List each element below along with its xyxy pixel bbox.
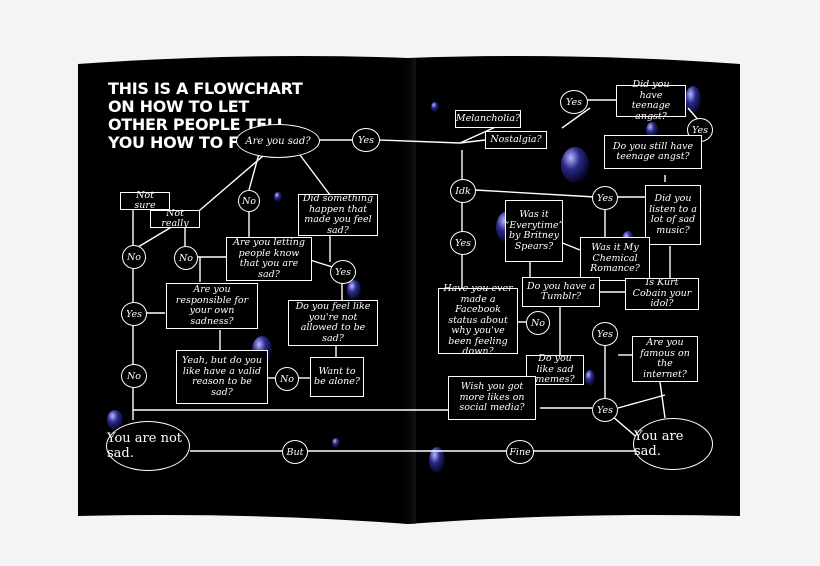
sad-music-node: Did you listen to a lot of sad music? [645, 185, 701, 245]
teenage-angst-node: Did you have teenage angst? [616, 79, 686, 121]
everytime-node: Was it “Everytime” by Britney Spears? [504, 200, 564, 262]
no-node-left-2: No [174, 246, 198, 270]
mcr-node: Was it My Chemical Romance? [580, 237, 650, 281]
no-node-left-1: No [122, 245, 146, 269]
yes-node-letting: Yes [330, 260, 356, 284]
not-sure-node: Not sure [120, 190, 170, 211]
responsible-node: Are you responsible for your own sadness… [166, 283, 258, 329]
yes-node-left: Yes [121, 302, 147, 326]
yes-node-top-right: Yes [560, 90, 588, 114]
famous-node: Are you famous on the internet? [632, 336, 698, 382]
valid-reason-node: Yeah, but do you like have a valid reaso… [176, 350, 268, 404]
not-sad-node: You are not sad. [106, 421, 190, 471]
kurt-cobain-node: Is Kurt Cobain your idol? [625, 278, 699, 310]
no-node-bottom-left: No [121, 364, 147, 388]
nostalgia-node: Nostalgia? [485, 131, 547, 149]
not-allowed-node: Do you feel like you're not allowed to b… [288, 300, 378, 346]
you-are-sad-node: You are sad. [633, 418, 713, 470]
are-you-sad-node: Are you sad? [236, 124, 320, 158]
fine-node: Fine [506, 440, 534, 464]
sad-memes-node: Do you like sad memes? [526, 354, 584, 385]
yes-node-right-3: Yes [592, 322, 618, 346]
letting-people-know-node: Are you letting people know that you are… [226, 237, 312, 281]
no-node-top: No [238, 190, 260, 212]
not-really-node: Not really [150, 208, 200, 229]
no-node-mid: No [275, 367, 299, 391]
yes-node-right-1: Yes [592, 186, 618, 210]
idk-node: Idk [450, 179, 476, 203]
want-alone-node: Want to be alone? [310, 357, 364, 397]
did-something-node: Did something happen that made you feel … [298, 193, 378, 236]
yes-node-right-4: Yes [592, 398, 618, 422]
facebook-status-node: Have you ever made a Facebook status abo… [438, 284, 518, 357]
yes-node-right-2: Yes [450, 231, 476, 255]
more-likes-node: Wish you got more likes on social media? [448, 376, 536, 420]
no-node-right: No [526, 311, 550, 335]
but-node: But [282, 440, 308, 464]
flowchart-title: THIS IS A FLOWCHART ON HOW TO LET OTHER … [108, 79, 303, 152]
melancholia-node: Melancholia? [455, 110, 521, 128]
tumblr-node: Do you have a Tumblr? [522, 277, 600, 307]
still-angst-node: Do you still have teenage angst? [604, 135, 702, 169]
yes-node: Yes [352, 128, 380, 152]
